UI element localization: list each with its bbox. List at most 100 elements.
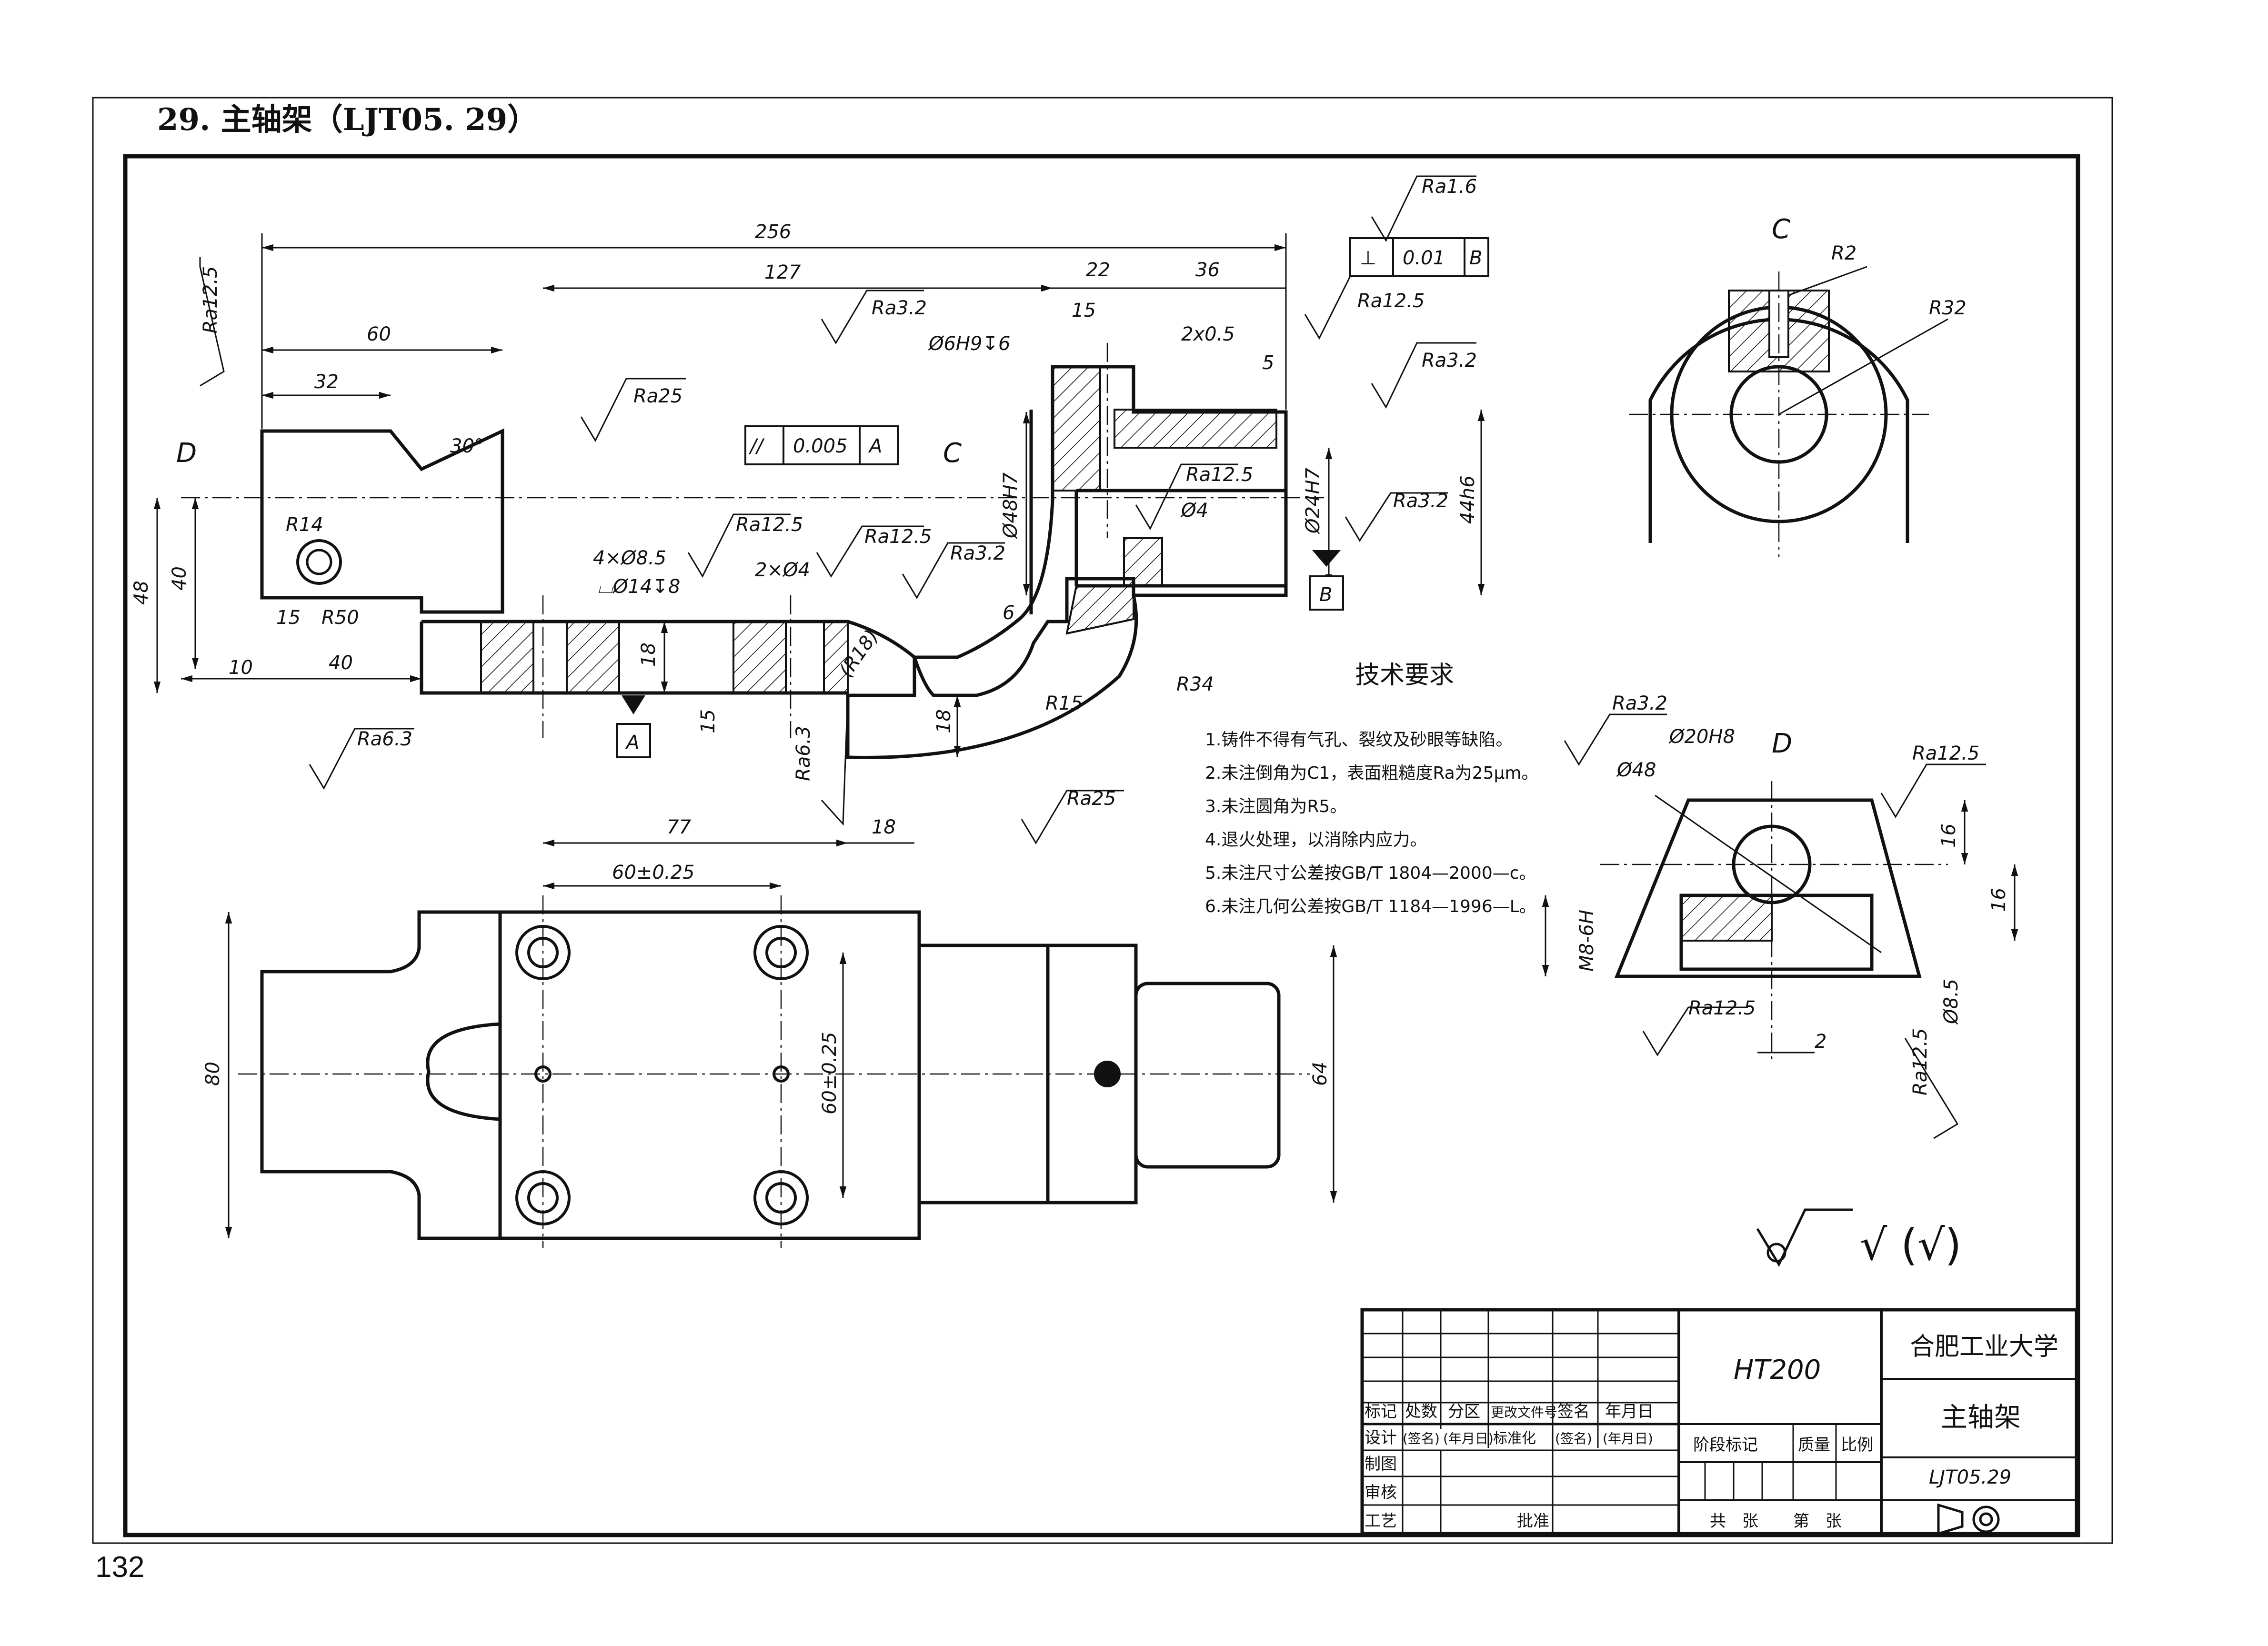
tb-process: 工艺 [1365,1512,1397,1531]
view-d-16a: 16 [1938,823,1960,848]
title-block [1360,1308,2078,1536]
dim-15v: 15 [697,709,719,733]
tb-sign2: (签名) [1555,1431,1592,1446]
dim-40v: 40 [169,566,191,591]
thread-hole: Ø6H9↧6 [928,333,1010,355]
dim-15: 15 [276,607,301,629]
ra125-c-label: Ra12.5 [736,514,803,536]
roughness-symbols [199,175,1476,844]
datum-b-label: B [1319,584,1332,606]
dim-15-top: 15 [1072,300,1096,321]
general-roughness [1756,1208,1853,1267]
inner-frame [123,154,2080,1537]
page-title: 29. 主轴架（LJT05. 29） [157,102,538,138]
tech-item-3: 3.未注圆角为R5。 [1205,797,1347,816]
ra125-a-label: Ra12.5 [1357,290,1425,312]
par-datum: A [868,435,882,457]
dim-r50: R50 [321,607,359,629]
view-label-d: D [176,438,197,469]
top-dim-80: 80 [202,1062,224,1086]
dim-phi48: Ø48H7 [1000,472,1022,539]
ra32-a-label: Ra3.2 [872,297,927,319]
tb-date: (年月日) [1443,1431,1494,1446]
tb-approve: 批准 [1517,1512,1549,1531]
tb-total: 共 张 [1710,1512,1758,1531]
title-block-text: HT200 合肥工业大学 主轴架 LJT05.29 标记 处数 分区 更改文件号… [1365,1333,2058,1531]
dim-phi4: Ø4 [1180,500,1208,522]
ra125-e-label: Ra12.5 [1186,464,1253,486]
top-dim-64: 64 [1309,1062,1331,1086]
ra63-a-label: Ra6.3 [357,728,412,750]
tech-item-1: 1.铸件不得有气孔、裂纹及砂眼等缺陷。 [1205,730,1513,750]
tb-part: 主轴架 [1941,1402,2021,1433]
view-d [1614,798,1922,978]
view-c-r32: R32 [1929,297,1967,319]
dim-44h6: 44h6 [1457,475,1479,524]
tb-check: 审核 [1365,1483,1397,1502]
tech-heading: 技术要求 [1355,661,1454,690]
tb-std: 标准化 [1493,1430,1536,1447]
ra25-a-label: Ra25 [633,385,682,407]
dim-22: 22 [1086,259,1110,281]
dim-77: 77 [667,816,691,838]
perp-symbol: ⊥ [1360,247,1376,269]
perp-value: 0.01 [1403,247,1445,269]
view-label-c: C [943,438,962,469]
general-roughness-note: √ (√) [1860,1220,1962,1270]
view-d-dim2: 2 [1815,1031,1826,1053]
top-dim-60v: 60±0.25 [819,1032,841,1114]
dim-r34: R34 [1176,673,1214,695]
page-number: 132 [95,1551,145,1584]
view-c-label: C [1772,214,1790,245]
ra16-label: Ra1.6 [1422,176,1477,198]
tb-scale: 比例 [1841,1435,1873,1455]
dim-40h: 40 [329,652,353,674]
ra32-d-label: Ra3.2 [1393,490,1448,512]
tb-h-date: 年月日 [1605,1402,1654,1421]
front-dimension-lines [153,233,1485,847]
ra25-b-label: Ra25 [1067,788,1116,810]
ra32-b-label: Ra3.2 [1422,350,1477,371]
dim-2x05: 2x0.5 [1181,323,1235,345]
tech-item-5: 5.未注尺寸公差按GB/T 1804—2000—c。 [1205,863,1536,883]
tb-h-sign: 签名 [1557,1402,1590,1421]
view-d-ra125a: Ra12.5 [1912,743,1979,764]
section-hatching [480,366,1277,694]
tb-date2: (年月日) [1603,1431,1653,1446]
dim-phi24: Ø24H7 [1302,468,1324,534]
view-d-phi85: Ø8.5 [1940,979,1962,1025]
view-d-label: D [1772,728,1792,759]
view-d-phi48: Ø48 [1616,759,1656,781]
tb-drawing-no: LJT05.29 [1929,1466,2011,1488]
front-labels: 256 127 22 36 60 32 15 2x0.5 5 Ø6H9↧6 30… [130,221,1482,838]
tb-design: 设计 [1365,1428,1397,1447]
tb-h-doc: 更改文件号 [1491,1405,1557,1420]
dim-r14: R14 [286,514,323,536]
dim-36: 36 [1195,259,1220,281]
perp-datum: B [1469,247,1482,269]
dim-256: 256 [755,221,791,243]
outer-border [92,97,2113,1544]
tb-h-mark: 标记 [1365,1402,1397,1421]
tech-item-2: 2.未注倒角为C1，表面粗糙度Ra为25μm。 [1205,763,1538,783]
tolerance-frames [616,237,1489,758]
bolt-hole-note: 4×Ø8.5 [593,547,666,569]
tb-stage: 阶段标记 [1693,1435,1758,1455]
view-d-ra125c: Ra12.5 [1909,1028,1931,1095]
ra125-b-label: Ra12.5 [200,266,221,333]
projection-symbol-icon [1937,1503,2000,1536]
view-d-ra125b: Ra12.5 [1688,997,1756,1019]
dim-r15: R15 [1045,693,1083,714]
dim-18h: 18 [872,816,896,838]
tb-h-zone: 分区 [1448,1402,1480,1421]
front-section-view [260,365,1288,759]
ra125-d-label: Ra12.5 [864,526,932,548]
top-view-holes [515,925,1121,1225]
tech-item-6: 6.未注几何公差按GB/T 1184—1996—L。 [1205,897,1536,916]
dim-18b: 18 [933,709,955,733]
angle-30: 30° [450,435,484,457]
pin-hole-note: 2×Ø4 [755,559,810,581]
tb-h-count: 处数 [1405,1402,1437,1421]
dim-5: 5 [1262,352,1274,374]
